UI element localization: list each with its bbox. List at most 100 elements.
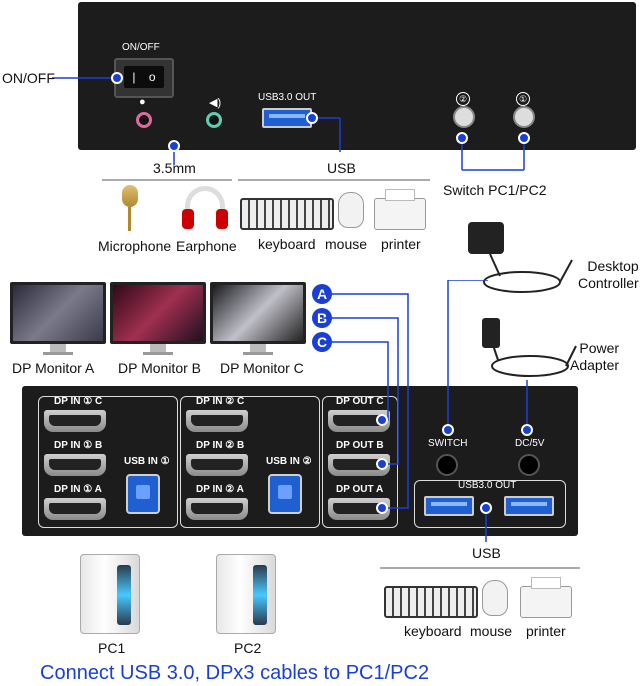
- switch-button-1[interactable]: [513, 106, 535, 128]
- dp-out-b-port[interactable]: [328, 454, 390, 476]
- earphone-label: Earphone: [176, 238, 237, 254]
- dp-out-c-label: DP OUT C: [336, 396, 384, 407]
- rear-usb-out-port-1[interactable]: [424, 496, 474, 516]
- monitor-b-foot: [143, 352, 173, 355]
- usb-out-marker: [480, 502, 492, 514]
- switch-button-2[interactable]: [453, 106, 475, 128]
- rear-usb-out-port-2[interactable]: [504, 496, 554, 516]
- switch-2-marker: [456, 132, 468, 144]
- monitor-b-label: DP Monitor B: [118, 360, 201, 376]
- pc2-dp-a-label: DP IN ② A: [196, 484, 244, 495]
- pc1-dp-c-port[interactable]: [44, 410, 106, 432]
- usb-bottom-callout: USB: [472, 545, 501, 561]
- keyboard-label-bottom: keyboard: [404, 623, 462, 639]
- power-switch[interactable]: | o: [114, 58, 174, 98]
- earphone-image: [182, 186, 228, 229]
- monitor-a-label: DP Monitor A: [12, 360, 95, 376]
- switch-port-label: SWITCH: [428, 438, 468, 449]
- dp-out-a-port[interactable]: [328, 498, 390, 520]
- dc-port-marker: [521, 424, 533, 436]
- printer-label-bottom: printer: [526, 623, 566, 639]
- printer-label-top: printer: [381, 236, 421, 252]
- pc1-port-group: [38, 396, 178, 528]
- speaker-icon: ◀): [209, 97, 222, 109]
- monitor-c-label: DP Monitor C: [220, 360, 304, 376]
- bottom-connector-lines: [322, 280, 580, 569]
- top-usb-out-label: USB3.0 OUT: [258, 92, 317, 103]
- pc1-tower-image: [80, 554, 140, 634]
- pc1-dp-b-port[interactable]: [44, 454, 106, 476]
- mouse-label-bottom: mouse: [470, 623, 513, 639]
- microphone-jack[interactable]: [136, 112, 152, 128]
- monitor-a-screen: [10, 282, 106, 344]
- mouse-label-top: mouse: [325, 236, 368, 252]
- keyboard-label-top: keyboard: [258, 236, 316, 252]
- dc-power-port[interactable]: [518, 454, 540, 476]
- pc2-dp-c-port[interactable]: [186, 410, 248, 432]
- dp-out-a-marker: [376, 502, 388, 514]
- monitor-b-screen: [110, 282, 206, 344]
- dp-out-b-label: DP OUT B: [336, 440, 384, 451]
- switch-port-marker: [442, 424, 454, 436]
- on-off-marker: [111, 72, 123, 84]
- microphone-icon: ●: [139, 96, 146, 108]
- pc1-usb-in-label: USB IN ①: [124, 456, 170, 467]
- pc2-port-group: [180, 396, 320, 528]
- monitor-c-foot: [243, 352, 273, 355]
- usb-top-marker: [306, 112, 318, 124]
- on-off-callout: ON/OFF: [2, 70, 55, 86]
- usb-top-callout: USB: [327, 160, 356, 176]
- microphone-label: Microphone: [98, 238, 172, 254]
- printer-image-bottom: [520, 577, 572, 618]
- switch-callout: Switch PC1/PC2: [443, 182, 547, 198]
- keyboard-image-bottom: [384, 586, 478, 618]
- power-switch-title: ON/OFF: [122, 42, 160, 53]
- pc1-dp-a-port[interactable]: [44, 498, 106, 520]
- mouse-image-bottom: [482, 580, 508, 616]
- printer-image-top: [374, 189, 426, 230]
- pc2-label: PC2: [234, 640, 262, 656]
- pc2-dp-b-label: DP IN ② B: [196, 440, 245, 451]
- pc1-usb-in-port[interactable]: [126, 474, 160, 514]
- pc2-dp-a-port[interactable]: [186, 498, 248, 520]
- controller-cable: [483, 253, 573, 293]
- pc1-dp-b-label: DP IN ① B: [54, 440, 103, 451]
- switch-port[interactable]: [436, 454, 458, 476]
- switch-1-marker: [518, 132, 530, 144]
- pc2-dp-b-port[interactable]: [186, 454, 248, 476]
- pc2-usb-in-port[interactable]: [268, 474, 302, 514]
- power-switch-rocker: | o: [124, 66, 164, 88]
- top-connector-lines: [52, 77, 525, 181]
- keyboard-image-top: [240, 198, 334, 230]
- adapter-cable: [491, 341, 577, 377]
- earphone-jack[interactable]: [206, 112, 222, 128]
- dp-out-c-port[interactable]: [328, 410, 390, 432]
- rear-usb-out-label: USB3.0 OUT: [458, 480, 517, 491]
- power-adapter-image: [482, 318, 500, 348]
- monitor-a-stand: [50, 344, 66, 352]
- mouse-image-top: [338, 192, 364, 228]
- switch-number-1: ①: [516, 92, 530, 106]
- pc1-label: PC1: [98, 640, 126, 656]
- monitor-b-stand: [150, 344, 166, 352]
- pc1-dp-a-label: DP IN ① A: [54, 484, 102, 495]
- dp-out-b-marker: [376, 458, 388, 470]
- pc1-dp-c-label: DP IN ① C: [54, 396, 103, 407]
- audio-callout: 3.5mm: [153, 160, 196, 176]
- pc2-tower-image: [216, 554, 276, 634]
- microphone-image: [120, 185, 140, 235]
- monitor-c-screen: [210, 282, 306, 344]
- dp-out-a-label: DP OUT A: [336, 484, 384, 495]
- monitor-a-foot: [43, 352, 73, 355]
- monitor-c-stand: [250, 344, 266, 352]
- pc2-dp-c-label: DP IN ② C: [196, 396, 245, 407]
- footer-caption: Connect USB 3.0, DPx3 cables to PC1/PC2: [40, 662, 430, 684]
- usb-out-port-group: [414, 480, 566, 528]
- switch-number-2: ②: [456, 92, 470, 106]
- dp-out-c-marker: [376, 414, 388, 426]
- dc-port-label: DC/5V: [515, 438, 545, 449]
- pc2-usb-in-label: USB IN ②: [266, 456, 312, 467]
- desktop-controller-image: [468, 222, 504, 254]
